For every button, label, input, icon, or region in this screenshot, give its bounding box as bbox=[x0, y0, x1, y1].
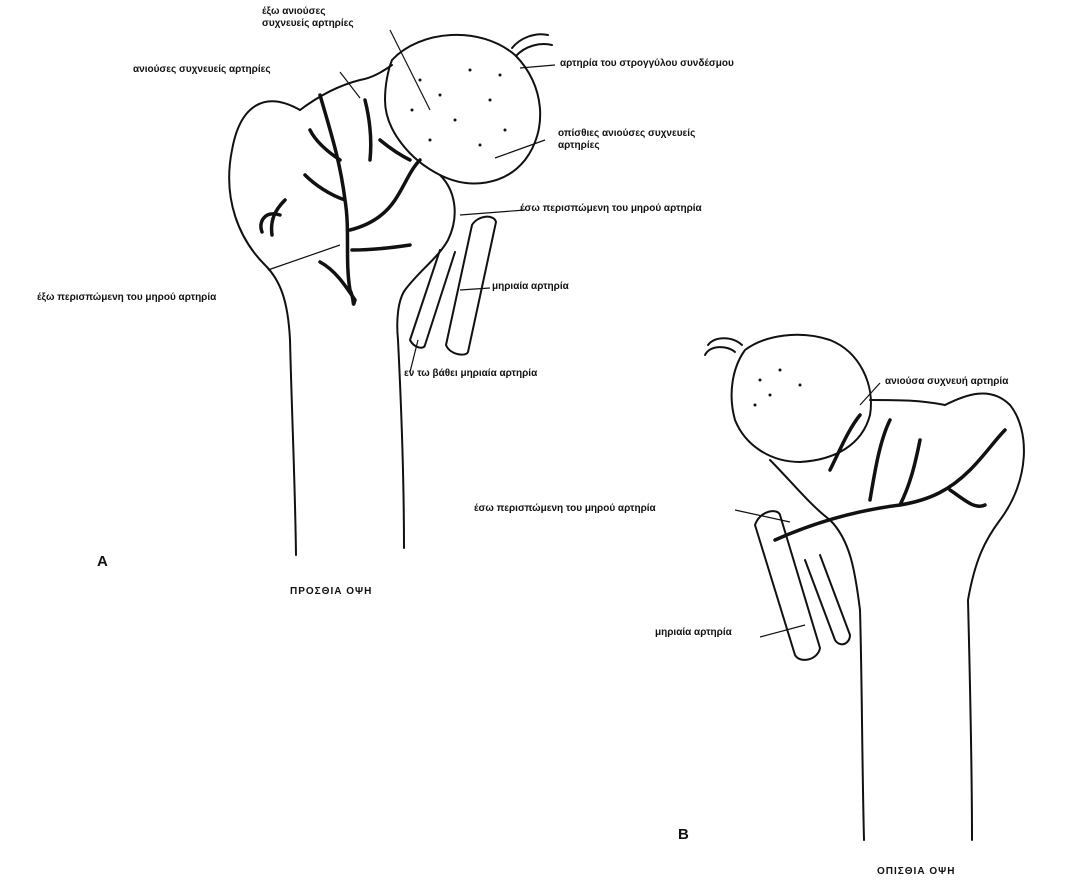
label-ligament-artery: αρτηρία του στρογγύλου συνδέσμου bbox=[560, 58, 734, 70]
label-femoral-artery-b: μηριαία αρτηρία bbox=[655, 627, 732, 639]
femur-posterior-drawing bbox=[705, 335, 1024, 840]
label-ascending-artery-b: ανιούσα συχνευή αρτηρία bbox=[885, 376, 1008, 388]
label-internal-circumflex-b: έσω περισπώμενη του μηρού αρτηρία bbox=[474, 503, 656, 515]
greater-trochanter-a bbox=[229, 101, 300, 340]
label-ascending-arteries: ανιούσες συχνευείς αρτηρίες bbox=[133, 64, 271, 76]
femoral-shaft-b-left bbox=[860, 610, 864, 840]
vessel-network-a bbox=[261, 95, 420, 304]
neck-lower-a bbox=[397, 175, 454, 340]
caption-posterior-view: ΟΠΙΣΘΙΑ ΟΨΗ bbox=[877, 866, 955, 877]
label-ext-ascending-arteries: έξω ανιούσες συχνευείς αρτηρίες bbox=[262, 6, 372, 30]
head-stipple-b bbox=[754, 369, 802, 407]
deep-femoral-b bbox=[805, 555, 850, 644]
label-external-circumflex-a: έξω περισπώμενη του μηρού αρτηρία bbox=[37, 292, 216, 304]
femoral-shaft-b-right bbox=[968, 600, 972, 840]
round-ligament-a bbox=[512, 34, 552, 56]
round-ligament-b bbox=[705, 338, 742, 355]
panel-letter-a: A bbox=[97, 553, 108, 570]
caption-anterior-view: ΠΡΟΣΘΙΑ ΟΨΗ bbox=[290, 586, 372, 597]
label-posterior-ascending-arteries: οπίσθιες ανιούσες συχνευείς αρτηρίες bbox=[558, 128, 708, 152]
leader-lines-a bbox=[268, 30, 555, 372]
femoral-shaft-a bbox=[290, 340, 296, 555]
label-deep-femoral-a: εν τω βάθει μηριαία αρτηρία bbox=[404, 368, 537, 380]
femoral-neck-a bbox=[300, 65, 392, 110]
femoral-artery-a bbox=[446, 217, 496, 355]
femoral-head-a bbox=[385, 35, 540, 184]
label-internal-circumflex-a: έσω περισπώμενη του μηρού αρτηρία bbox=[520, 203, 702, 215]
label-femoral-artery-a: μηριαία αρτηρία bbox=[492, 281, 569, 293]
panel-letter-b: B bbox=[678, 826, 689, 843]
femoral-neck-b bbox=[870, 393, 1024, 600]
vessel-network-b bbox=[775, 415, 1005, 540]
head-stipple-a bbox=[411, 69, 507, 147]
femoral-head-b bbox=[732, 335, 871, 462]
